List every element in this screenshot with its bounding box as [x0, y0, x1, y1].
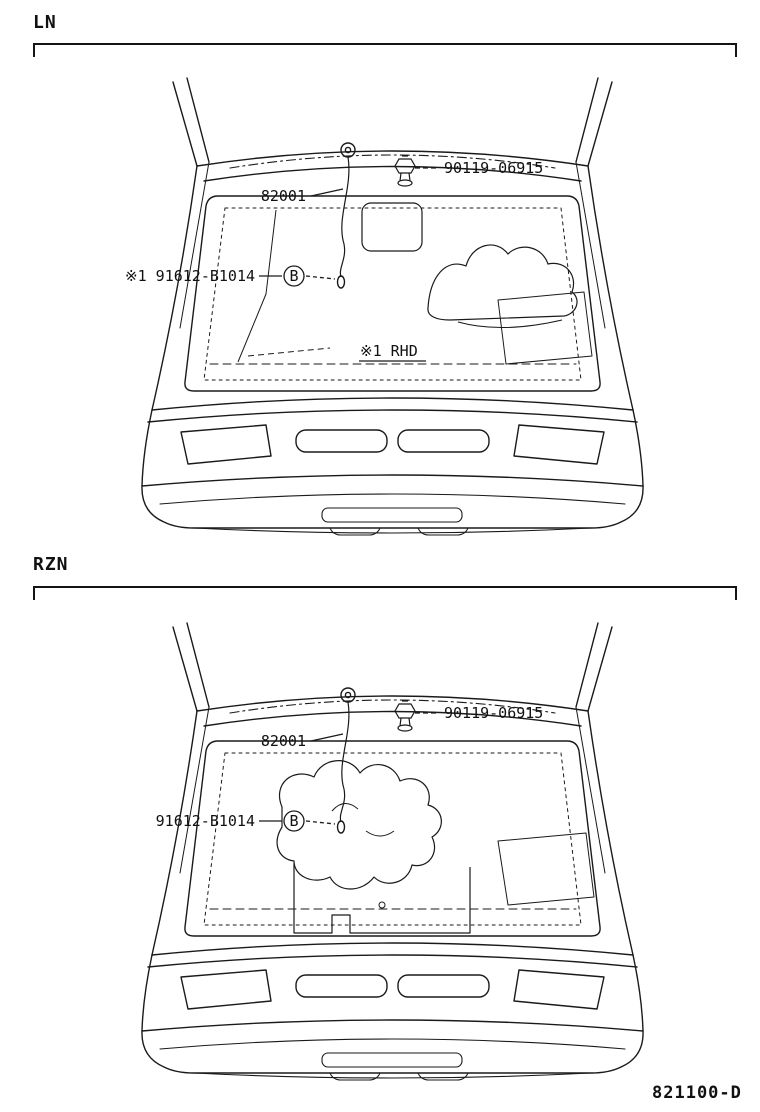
- section-label-ln: LN: [33, 12, 57, 33]
- callout-antenna-label: 82001: [261, 732, 306, 750]
- vehicle-body-rzn: [141, 622, 644, 1081]
- callout-bolt-label: 90119-06915: [444, 159, 543, 177]
- connector-b-label: B: [289, 267, 298, 285]
- engine-bay-details-rzn: [276, 760, 595, 934]
- connector-b-circle: [283, 810, 305, 832]
- callout-antenna-label: 82001: [261, 187, 306, 205]
- section-rule-rzn: [33, 586, 737, 600]
- connector-b-label: B: [289, 812, 298, 830]
- engine-bay-details-ln: [237, 202, 593, 365]
- leader-connector: [305, 820, 336, 825]
- connector-b-circle: [283, 265, 305, 287]
- callouts-rzn: 82001 90119-06915 91612-B1014 B: [156, 704, 543, 832]
- leader-connector: [305, 275, 336, 280]
- callouts-ln: 82001 90119-06915 ※1 91612-B1014 B ※1 RH…: [125, 159, 543, 362]
- ln-vehicle-diagram: 82001 90119-06915 ※1 91612-B1014 B ※1 RH…: [125, 77, 644, 536]
- rzn-vehicle-diagram: 82001 90119-06915 91612-B1014 B: [141, 622, 644, 1081]
- callout-harness-label: ※1 91612-B1014: [125, 267, 255, 285]
- section-label-rzn: RZN: [33, 554, 69, 575]
- drawing-code: 821100-D: [652, 1083, 742, 1103]
- leader-antenna: [310, 188, 344, 197]
- leader-antenna: [310, 733, 344, 742]
- callout-bolt-label: 90119-06915: [444, 704, 543, 722]
- callout-harness-label: 91612-B1014: [156, 812, 255, 830]
- vehicle-body-ln: [141, 77, 644, 536]
- note-rhd-label: ※1 RHD: [360, 342, 418, 360]
- antenna-and-bolt-ln: [336, 142, 416, 289]
- antenna-and-bolt-rzn: [336, 687, 416, 834]
- section-rule-ln: [33, 43, 737, 57]
